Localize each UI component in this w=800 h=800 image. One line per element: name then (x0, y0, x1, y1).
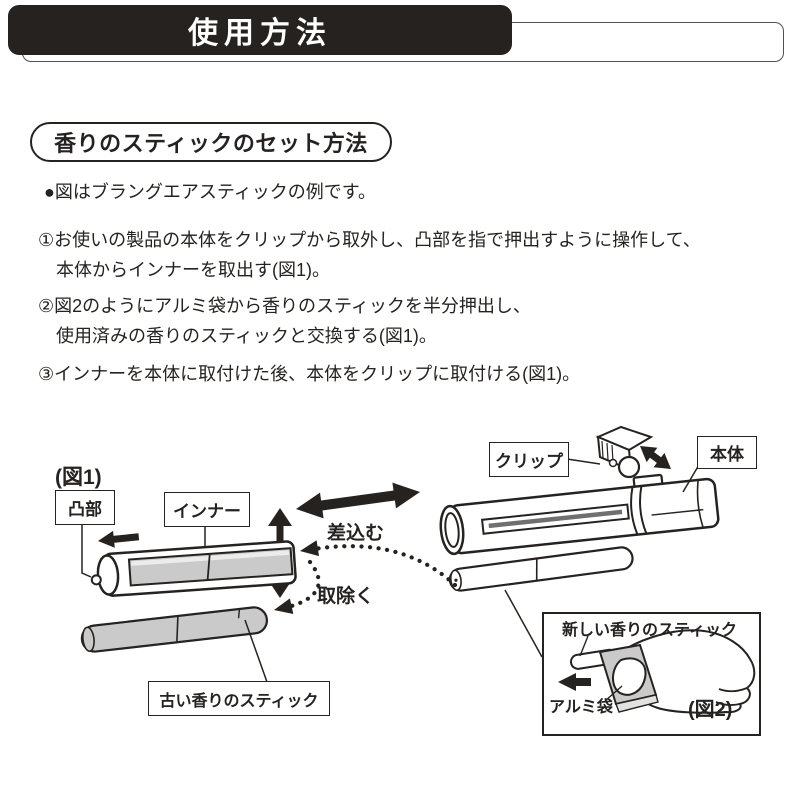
label-box-inner: インナー (164, 492, 250, 527)
label-box-body: 本体 (697, 436, 757, 469)
insert-dotted-path (305, 544, 458, 588)
remove-label: 取除く (317, 586, 375, 607)
pull-out-arrow (98, 530, 140, 548)
new-stick (448, 546, 634, 592)
section-title-pill: 香りのスティックのセット方法 (30, 122, 392, 162)
note-line: ●図はブラングエアスティックの例です。 (44, 182, 376, 202)
page-title: 使用方法 (188, 17, 332, 50)
step-1-line-2: 本体からインナーを取出す(図1)。 (56, 260, 330, 280)
clip-knob (617, 455, 641, 479)
label-box-clip: クリップ (489, 442, 569, 477)
inner-label: インナー (173, 502, 241, 521)
step-3-line-1: ③インナーを本体に取付けた後、本体をクリップに取付ける(図1)。 (38, 364, 581, 384)
insert-remove-arrow (296, 482, 420, 519)
clip-label: クリップ (495, 452, 563, 471)
step-2-line-2: 使用済みの香りのスティックと交換する(図1)。 (56, 326, 437, 346)
body-label: 本体 (710, 445, 744, 464)
lift-direction-arrow (268, 508, 292, 598)
fig2-caption: (図2) (688, 699, 733, 721)
fig2-new-stick-label: 新しい香りのスティック (561, 622, 738, 639)
diagram-figure (80, 425, 756, 714)
protrusion-leader-line (81, 524, 92, 578)
clip (595, 425, 654, 479)
body-slot (480, 503, 630, 535)
header-title-bar: 使用方法 (8, 5, 512, 55)
protrusion-label: 凸部 (68, 500, 102, 519)
old-stick-label: 古い香りのスティック (159, 692, 319, 710)
clip-leader-line (566, 458, 601, 465)
old-stick-leader-line (244, 619, 268, 683)
clip-attach-arrow (640, 446, 671, 469)
inner-cartridge (90, 540, 297, 597)
fig2-foil-bag-label: アルミ袋 (549, 699, 613, 716)
label-box-old-stick: 古い香りのスティック (148, 681, 330, 716)
clip-mount-tab (632, 473, 664, 490)
remove-dotted-path (277, 559, 321, 612)
label-box-protrusion: 凸部 (55, 490, 115, 525)
new-stick-leader-line (504, 589, 543, 658)
section-title: 香りのスティックのセット方法 (54, 131, 368, 156)
step-2-line-1: ②図2のようにアルミ袋から香りのスティックを半分押出し、 (38, 296, 531, 316)
protrusion-knob (90, 574, 102, 586)
step-1-line-1: ①お使いの製品の本体をクリップから取外し、凸部を指で押出すように操作して、 (38, 230, 701, 250)
old-stick (80, 606, 268, 653)
insert-label: 差込む (327, 523, 385, 544)
fig1-caption: (図1) (55, 466, 102, 489)
main-body (439, 473, 720, 556)
